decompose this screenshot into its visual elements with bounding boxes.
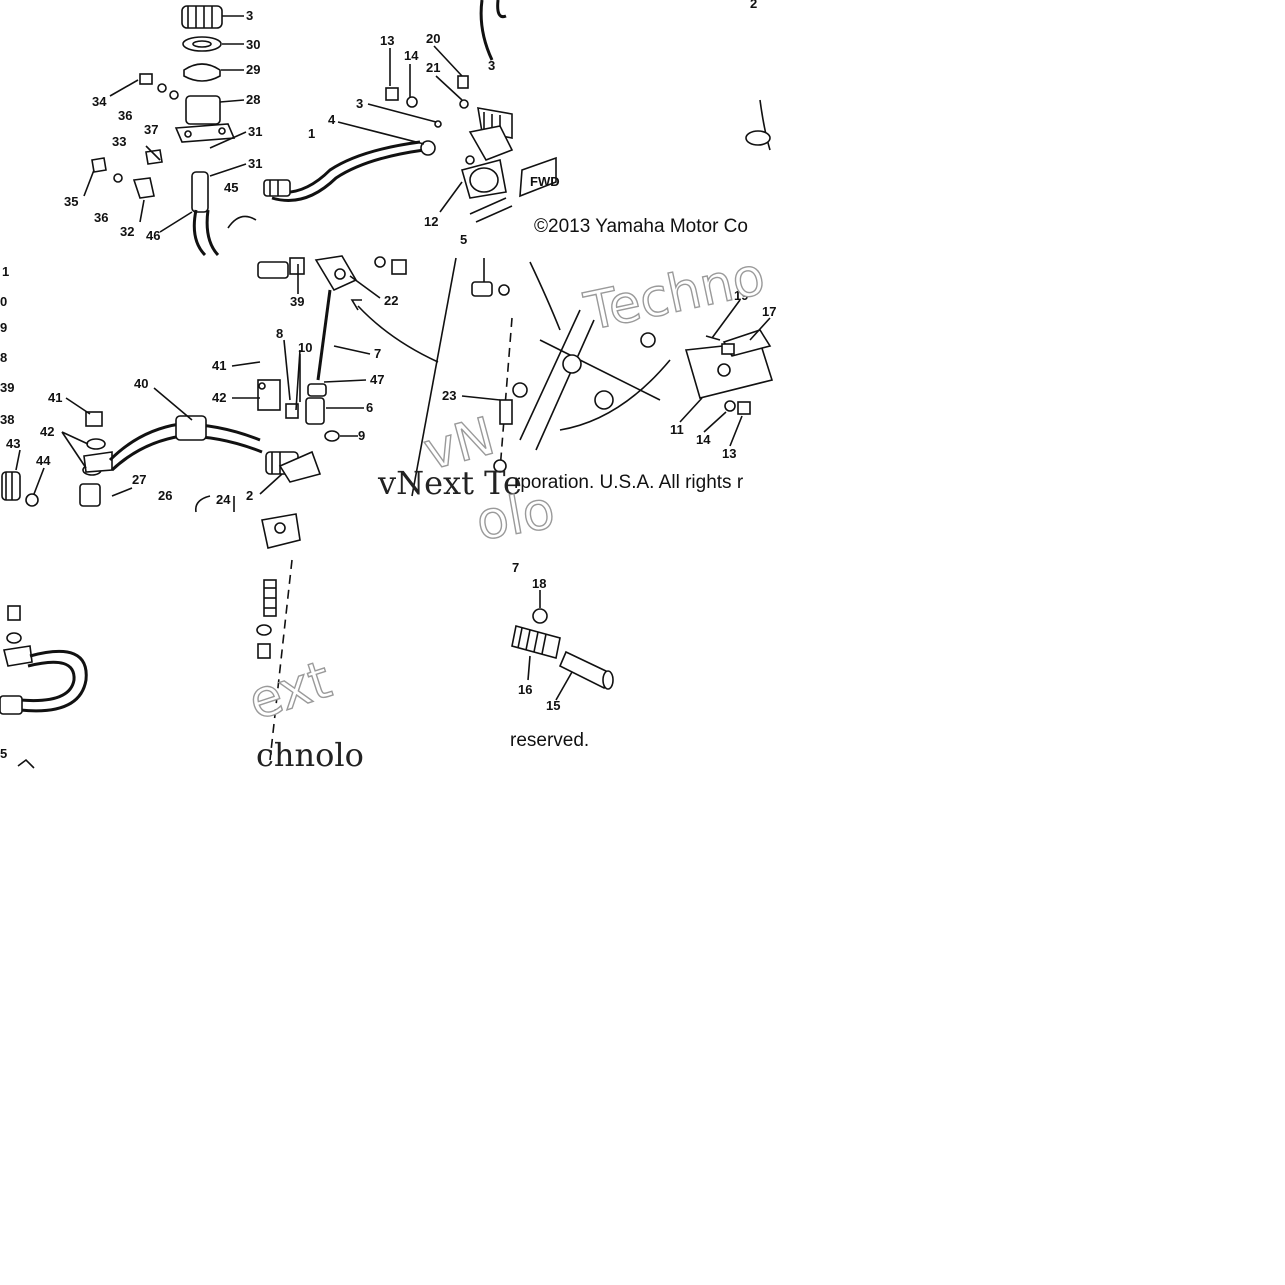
svg-text:16: 16 xyxy=(518,682,532,697)
svg-text:42: 42 xyxy=(212,390,226,405)
svg-text:26: 26 xyxy=(158,488,172,503)
svg-text:5: 5 xyxy=(0,746,7,761)
copyright-line-2: rporation. U.S.A. All rights r xyxy=(514,472,744,493)
svg-text:21: 21 xyxy=(426,60,440,75)
svg-text:3: 3 xyxy=(488,58,495,73)
svg-text:3: 3 xyxy=(246,8,253,23)
svg-text:10: 10 xyxy=(298,340,312,355)
svg-text:5: 5 xyxy=(460,232,467,247)
svg-text:14: 14 xyxy=(404,48,419,63)
svg-text:1: 1 xyxy=(308,126,315,141)
svg-text:1: 1 xyxy=(2,264,9,279)
svg-text:47: 47 xyxy=(370,372,384,387)
svg-text:39: 39 xyxy=(290,294,304,309)
svg-text:12: 12 xyxy=(424,214,438,229)
svg-text:36: 36 xyxy=(118,108,132,123)
svg-text:13: 13 xyxy=(380,33,394,48)
brake-hose-group: 43 41 42 44 40 27 26 24 41 42 2 xyxy=(1,358,322,513)
svg-text:7: 7 xyxy=(374,346,381,361)
svg-text:7: 7 xyxy=(512,560,519,575)
svg-text:28: 28 xyxy=(246,92,260,107)
watermark-olo: olo xyxy=(472,480,559,553)
master-cylinder-group: 3 30 29 28 31 31 34 36 37 33 35 36 32 46 45 xyxy=(64,5,262,257)
svg-text:29: 29 xyxy=(246,62,260,77)
svg-text:4: 4 xyxy=(328,112,336,127)
svg-text:36: 36 xyxy=(94,210,108,225)
svg-text:23: 23 xyxy=(442,388,456,403)
copyright-line-1: ©2013 Yamaha Motor Co xyxy=(534,216,748,237)
svg-text:24: 24 xyxy=(216,492,231,507)
svg-text:3: 3 xyxy=(356,96,363,111)
svg-text:46: 46 xyxy=(146,228,160,243)
watermark-vnext-serif: vNext Te xyxy=(377,464,522,502)
svg-text:8: 8 xyxy=(276,326,283,341)
copyright-tile-top: 2 ©2013 Yamaha Motor Co xyxy=(534,0,771,237)
svg-text:9: 9 xyxy=(0,320,7,335)
svg-text:9: 9 xyxy=(358,428,365,443)
hose-loop-group: 5 xyxy=(0,605,88,769)
frame-bracket-group: 19 17 11 14 13 rporation. U.S.A. All right… xyxy=(512,246,776,493)
fwd-label: FWD xyxy=(530,174,560,189)
svg-text:32: 32 xyxy=(120,224,134,239)
svg-text:14: 14 xyxy=(696,432,711,447)
svg-text:33: 33 xyxy=(112,134,126,149)
svg-text:38: 38 xyxy=(0,412,14,427)
svg-text:31: 31 xyxy=(248,124,262,139)
svg-text:8: 8 xyxy=(0,350,7,365)
svg-text:42: 42 xyxy=(40,424,54,439)
svg-text:35: 35 xyxy=(64,194,78,209)
svg-text:6: 6 xyxy=(366,400,373,415)
svg-text:40: 40 xyxy=(134,376,148,391)
svg-text:34: 34 xyxy=(92,94,107,109)
svg-text:22: 22 xyxy=(384,293,398,308)
svg-text:31: 31 xyxy=(248,156,262,171)
svg-text:27: 27 xyxy=(132,472,146,487)
footrest-group: 7 18 16 15 reserved. xyxy=(510,560,614,751)
watermark-chnolo: chnolo xyxy=(256,736,364,774)
svg-text:37: 37 xyxy=(144,122,158,137)
svg-text:41: 41 xyxy=(212,358,226,373)
svg-text:15: 15 xyxy=(546,698,560,713)
svg-text:45: 45 xyxy=(224,180,238,195)
svg-text:17: 17 xyxy=(762,304,776,319)
watermark-techno: Techno xyxy=(579,246,770,343)
svg-text:13: 13 xyxy=(722,446,736,461)
svg-text:43: 43 xyxy=(6,436,20,451)
svg-text:39: 39 xyxy=(0,380,14,395)
svg-text:30: 30 xyxy=(246,37,260,52)
svg-text:11: 11 xyxy=(670,422,684,437)
svg-text:2: 2 xyxy=(246,488,253,503)
copyright-line-3: reserved. xyxy=(510,730,589,751)
svg-text:20: 20 xyxy=(426,31,440,46)
svg-text:2: 2 xyxy=(750,0,757,11)
svg-text:18: 18 xyxy=(532,576,546,591)
brake-pedal-group: FWD 13 14 20 21 3 4 1 12 5 3 xyxy=(263,0,560,247)
svg-text:19: 19 xyxy=(734,288,748,303)
watermark-ext: ext xyxy=(241,650,338,732)
svg-text:41: 41 xyxy=(48,390,62,405)
svg-text:0: 0 xyxy=(0,294,7,309)
svg-text:44: 44 xyxy=(36,453,51,468)
